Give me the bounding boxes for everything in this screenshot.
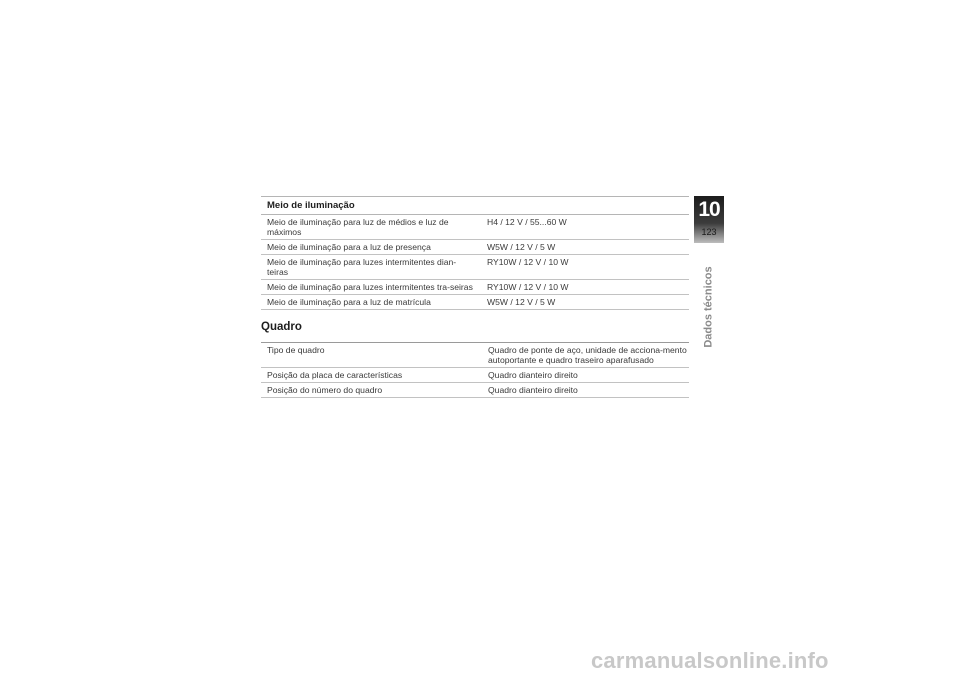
row-label: Meio de iluminação para a luz de matrícu… xyxy=(261,294,481,310)
row-value: W5W / 12 V / 5 W xyxy=(481,294,689,310)
side-chapter-label: Dados técnicos xyxy=(696,266,722,347)
row-value: RY10W / 12 V / 10 W xyxy=(481,254,689,280)
table-row: Posição do número do quadro Quadro diant… xyxy=(261,382,689,398)
row-value: Quadro de ponte de aço, unidade de accio… xyxy=(482,342,689,368)
table-row: Meio de iluminação para a luz de presenç… xyxy=(261,239,689,255)
table-row: Meio de iluminação para luzes intermiten… xyxy=(261,254,689,280)
chapter-tab: 10 123 xyxy=(694,196,724,243)
row-value: W5W / 12 V / 5 W xyxy=(481,239,689,255)
page-content: Meio de iluminação Meio de iluminação pa… xyxy=(261,196,689,398)
table-row: Tipo de quadro Quadro de ponte de aço, u… xyxy=(261,342,689,368)
row-value: Quadro dianteiro direito xyxy=(482,382,689,398)
row-label: Posição da placa de características xyxy=(261,367,482,383)
page-number: 123 xyxy=(701,227,717,237)
row-label: Meio de iluminação para a luz de presenç… xyxy=(261,239,481,255)
lighting-table-title: Meio de iluminação xyxy=(261,196,689,215)
row-label: Tipo de quadro xyxy=(261,342,482,368)
table-row: Posição da placa de características Quad… xyxy=(261,367,689,383)
lighting-table: Meio de iluminação para luz de médios e … xyxy=(261,215,689,310)
chapter-number: 10 xyxy=(698,198,720,221)
row-label: Meio de iluminação para luz de médios e … xyxy=(261,215,481,240)
frame-section-title: Quadro xyxy=(261,321,302,333)
row-value: Quadro dianteiro direito xyxy=(482,367,689,383)
table-row: Meio de iluminação para luzes intermiten… xyxy=(261,279,689,295)
side-chapter-text: Dados técnicos xyxy=(703,266,715,348)
row-label: Meio de iluminação para luzes intermiten… xyxy=(261,279,481,295)
row-value: RY10W / 12 V / 10 W xyxy=(481,279,689,295)
watermark: carmanualsonline.info xyxy=(591,648,829,673)
table-row: Meio de iluminação para luz de médios e … xyxy=(261,215,689,240)
row-label: Posição do número do quadro xyxy=(261,382,482,398)
frame-table: Tipo de quadro Quadro de ponte de aço, u… xyxy=(261,342,689,398)
row-label: Meio de iluminação para luzes intermiten… xyxy=(261,254,481,280)
table-row: Meio de iluminação para a luz de matrícu… xyxy=(261,294,689,310)
row-value: H4 / 12 V / 55...60 W xyxy=(481,215,689,240)
